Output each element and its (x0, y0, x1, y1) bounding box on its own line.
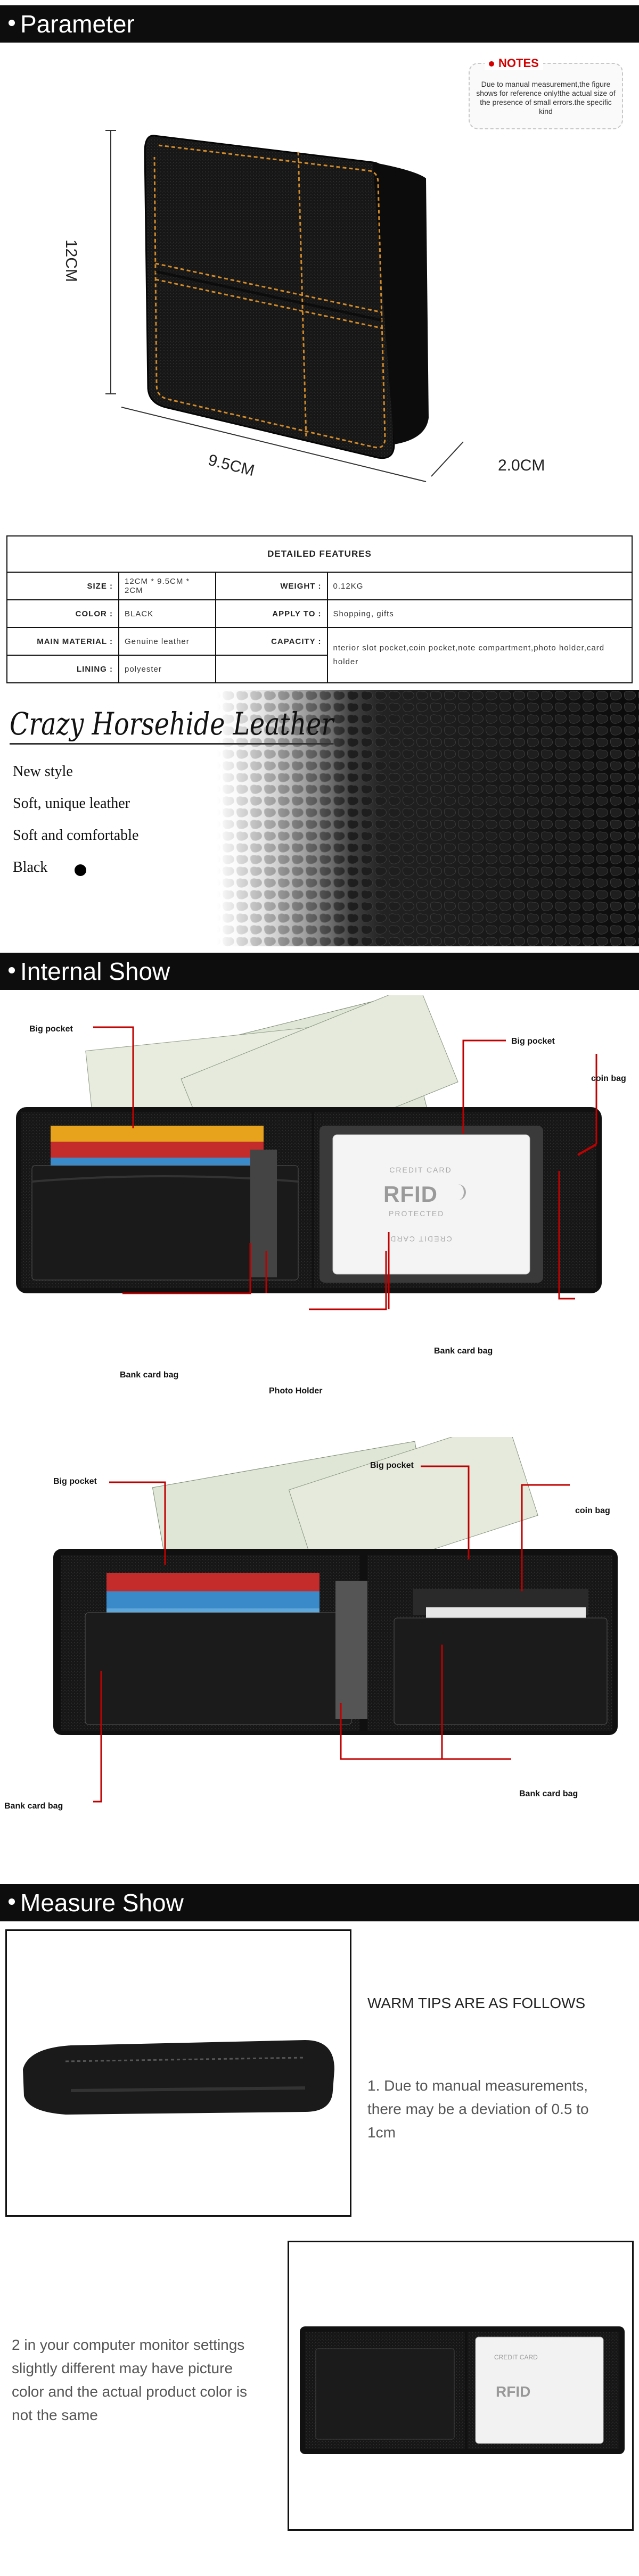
leather-line: Soft and comfortable (13, 827, 139, 844)
features-table: DETAILED FEATURES SIZE : 12CM * 9.5CM * … (6, 535, 633, 683)
leather-line: New style (13, 763, 73, 780)
color-swatch-black (75, 864, 86, 876)
rfid-title: RFID (383, 1182, 438, 1207)
features-header: DETAILED FEATURES (6, 535, 633, 573)
label-big-pocket: Big pocket (370, 1461, 414, 1470)
feature-key: SIZE : (6, 572, 119, 600)
wallet-side-image (23, 2040, 334, 2115)
bullet-icon (9, 19, 15, 26)
wallet-open-image: CREDIT CARD RFID (300, 2326, 625, 2454)
label-coin-bag: coin bag (591, 1074, 626, 1083)
feature-value: 0.12KG (326, 572, 633, 600)
section-header-parameter: Parameter (0, 5, 639, 43)
table-row: MAIN MATERIAL : Genuine leather CAPACITY… (6, 627, 633, 683)
table-row: LINING : polyester (6, 655, 632, 683)
label-photo-holder: Photo Holder (269, 1386, 323, 1396)
notes-box: NOTES Due to manual measurement,the figu… (469, 56, 623, 129)
table-row: COLOR : BLACK APPLY TO : Shopping, gifts (6, 599, 633, 628)
label-coin-bag: coin bag (575, 1506, 610, 1515)
section-title: Measure Show (20, 1889, 184, 1917)
feature-value: 12CM * 9.5CM * 2CM (118, 572, 216, 600)
rfid-wave-icon (450, 1184, 466, 1200)
leather-line: Soft, unique leather (13, 795, 130, 812)
feature-key: COLOR : (6, 599, 119, 628)
feature-value: polyester (118, 655, 216, 683)
wallet-exterior-image (105, 130, 464, 482)
measure-photo-open: CREDIT CARD RFID (288, 2241, 634, 2531)
wallet-interior-photo-1 (16, 995, 602, 1310)
section-header-measure-show: Measure Show (0, 1884, 639, 1921)
feature-value: nterior slot pocket,coin pocket,note com… (326, 627, 633, 683)
notes-title: NOTES (485, 56, 543, 70)
feature-key: MAIN MATERIAL : (6, 627, 119, 656)
table-row: SIZE : 12CM * 9.5CM * 2CM WEIGHT : 0.12K… (6, 572, 633, 600)
credit-card-top: CREDIT CARD (389, 1166, 452, 1174)
feature-key-empty (215, 655, 328, 683)
feature-key: WEIGHT : (215, 572, 328, 600)
tips-title: WARM TIPS ARE AS FOLLOWS (367, 1995, 586, 2011)
wallet-interior-photo-2 (53, 1437, 618, 1803)
feature-key: APPLY TO : (215, 599, 328, 628)
label-big-pocket: Big pocket (53, 1477, 97, 1486)
label-big-pocket: Big pocket (29, 1025, 73, 1034)
dimension-depth: 2.0CM (498, 457, 545, 474)
label-bank-card-bag: Bank card bag (434, 1347, 493, 1356)
tip-1: 1. Due to manual measurements, there may… (367, 2077, 589, 2141)
credit-card-bottom: CREDIT CARD (389, 1235, 452, 1243)
leather-title: Crazy Horsehide Leather (10, 706, 334, 745)
label-big-pocket: Big pocket (511, 1037, 555, 1046)
label-bank-card-bag: Bank card bag (120, 1370, 179, 1380)
feature-key: LINING : (6, 655, 119, 683)
leather-banner: Crazy Horsehide Leather New style Soft, … (0, 690, 639, 946)
bullet-icon (9, 1898, 15, 1905)
svg-text:CREDIT CARD: CREDIT CARD (494, 2354, 538, 2361)
measure-photo-side (5, 1929, 351, 2217)
svg-text:RFID: RFID (496, 2383, 530, 2400)
bullet-icon (9, 967, 15, 973)
feature-key: CAPACITY : (215, 627, 328, 656)
feature-value: BLACK (118, 599, 216, 628)
section-title: Internal Show (20, 957, 170, 985)
leather-line: Black (13, 859, 48, 876)
section-title: Parameter (20, 10, 135, 38)
section-header-internal-show: Internal Show (0, 953, 639, 990)
feature-value: Shopping, gifts (326, 599, 633, 628)
notes-body: Due to manual measurement,the figure sho… (476, 80, 616, 115)
label-bank-card-bag: Bank card bag (4, 1802, 63, 1811)
tip-2: 2 in your computer monitor settings slig… (12, 2336, 248, 2423)
feature-value: Genuine leather (118, 627, 216, 656)
label-bank-card-bag: Bank card bag (519, 1789, 578, 1798)
leather-texture (0, 690, 639, 946)
dimension-height: 12CM (62, 240, 80, 283)
rfid-subtitle: PROTECTED (389, 1209, 445, 1218)
